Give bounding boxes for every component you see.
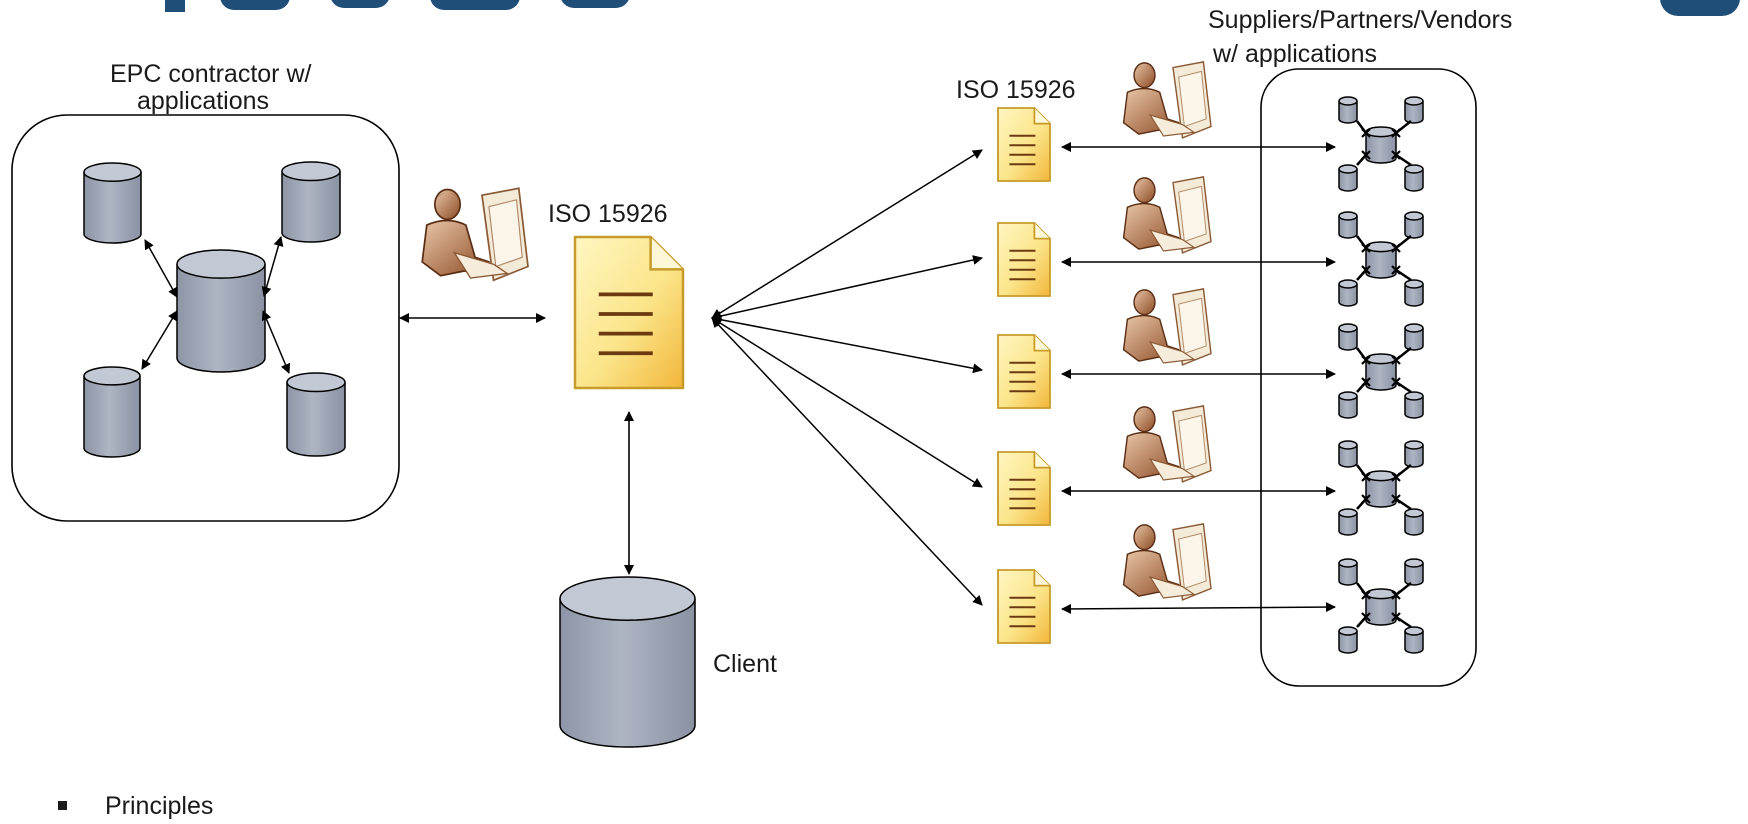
supplier-document-icon bbox=[997, 222, 1051, 297]
client-database bbox=[559, 576, 696, 748]
supplier-database-clusters bbox=[1338, 96, 1424, 654]
supplier-exchange-arrows bbox=[1061, 142, 1336, 614]
supplier-database-cluster bbox=[1338, 323, 1424, 419]
epc-database-icon bbox=[286, 372, 346, 457]
supplier-database-icon bbox=[1404, 164, 1424, 192]
epc-database-icon bbox=[83, 162, 142, 244]
supplier-database-icon bbox=[1404, 440, 1424, 468]
suppliers-label-line1: Suppliers/Partners/Vendors bbox=[1208, 6, 1512, 34]
epc-internal-links bbox=[141, 236, 291, 374]
person-at-computer-icon bbox=[1122, 405, 1212, 483]
person-at-computer-icon bbox=[1122, 523, 1212, 601]
title-fragment bbox=[165, 0, 1740, 16]
supplier-document-icon bbox=[997, 569, 1051, 644]
db-link-arrow bbox=[261, 310, 291, 374]
supplier-database-icon bbox=[1404, 558, 1424, 586]
supplier-database-icon bbox=[1338, 508, 1358, 536]
exchange-arrow bbox=[1061, 602, 1336, 614]
supplier-database-icon bbox=[1404, 626, 1424, 654]
person-at-computer-icon bbox=[1122, 288, 1212, 366]
person-at-computer-icon bbox=[421, 187, 529, 282]
db-link-arrow bbox=[144, 239, 178, 298]
supplier-document-group bbox=[997, 107, 1051, 644]
fan-out-arrows bbox=[711, 149, 983, 606]
supplier-database-icon bbox=[1404, 211, 1424, 239]
epc-database-group bbox=[83, 161, 346, 458]
fan-arrow bbox=[711, 255, 983, 321]
epc-label-line2: applications bbox=[137, 87, 269, 115]
right-iso-label: ISO 15926 bbox=[956, 76, 1076, 104]
supplier-database-cluster bbox=[1338, 558, 1424, 654]
person-group bbox=[421, 61, 1212, 601]
supplier-central-database-icon bbox=[1365, 126, 1397, 164]
square-bullet-icon bbox=[58, 801, 67, 810]
supplier-database-icon bbox=[1404, 508, 1424, 536]
fan-arrow bbox=[711, 149, 983, 319]
supplier-database-icon bbox=[1404, 391, 1424, 419]
db-link-arrow bbox=[261, 236, 284, 297]
supplier-document-icon bbox=[997, 107, 1051, 182]
supplier-database-icon bbox=[1338, 279, 1358, 307]
epc-database-icon bbox=[83, 366, 141, 458]
supplier-database-icon bbox=[1338, 96, 1358, 124]
person-at-computer-icon bbox=[1122, 61, 1212, 139]
supplier-document-icon bbox=[997, 334, 1051, 409]
suppliers-label-line2: w/ applications bbox=[1212, 40, 1377, 68]
supplier-database-icon bbox=[1338, 626, 1358, 654]
supplier-database-icon bbox=[1404, 279, 1424, 307]
supplier-database-icon bbox=[1404, 323, 1424, 351]
epc-database-icon bbox=[281, 161, 341, 243]
client-database-icon bbox=[559, 576, 696, 748]
db-link-arrow bbox=[141, 310, 178, 370]
fan-arrow bbox=[711, 317, 983, 606]
supplier-database-icon bbox=[1338, 164, 1358, 192]
supplier-database-icon bbox=[1404, 96, 1424, 124]
supplier-database-cluster bbox=[1338, 96, 1424, 192]
supplier-document-icon bbox=[997, 451, 1051, 526]
supplier-database-cluster bbox=[1338, 440, 1424, 536]
supplier-central-database-icon bbox=[1365, 588, 1397, 626]
supplier-central-database-icon bbox=[1365, 470, 1397, 508]
central-iso-document bbox=[573, 235, 685, 390]
person-at-computer-icon bbox=[1122, 176, 1212, 254]
supplier-central-database-icon bbox=[1365, 241, 1397, 279]
supplier-database-icon bbox=[1338, 323, 1358, 351]
bullet-text: Principles bbox=[105, 792, 213, 820]
epc-central-database-icon bbox=[176, 249, 266, 373]
supplier-database-icon bbox=[1338, 558, 1358, 586]
supplier-database-icon bbox=[1338, 440, 1358, 468]
central-iso-label: ISO 15926 bbox=[548, 200, 668, 228]
supplier-database-cluster bbox=[1338, 211, 1424, 307]
central-document-icon bbox=[573, 235, 685, 390]
client-label: Client bbox=[713, 650, 777, 678]
epc-label-line1: EPC contractor w/ bbox=[110, 60, 312, 88]
supplier-central-database-icon bbox=[1365, 353, 1397, 391]
supplier-database-icon bbox=[1338, 391, 1358, 419]
supplier-database-icon bbox=[1338, 211, 1358, 239]
connector-arrows bbox=[399, 313, 634, 575]
